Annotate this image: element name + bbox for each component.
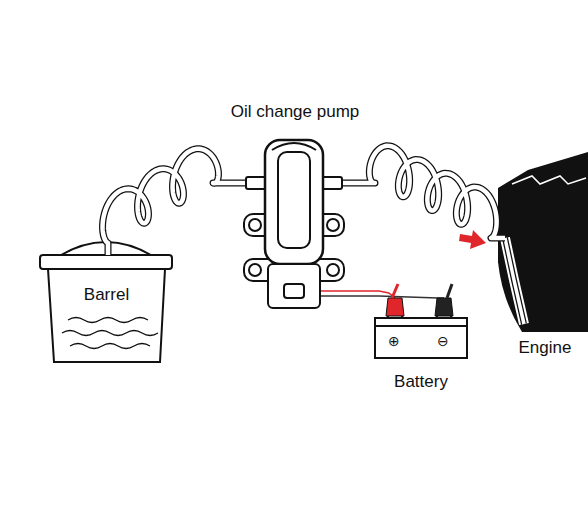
barrel-lid bbox=[40, 255, 172, 269]
pump-body bbox=[265, 140, 323, 264]
terminal-sign: ⊖ bbox=[437, 334, 449, 348]
hose-stub bbox=[225, 180, 248, 187]
engine-block bbox=[498, 152, 588, 332]
mount-hole bbox=[249, 219, 261, 231]
oil-wave bbox=[62, 331, 158, 336]
dipstick-tube bbox=[505, 238, 524, 324]
hose-stub bbox=[340, 180, 365, 187]
pump-cap bbox=[272, 143, 316, 150]
battery-wire bbox=[365, 296, 444, 298]
battery-drawing bbox=[375, 311, 467, 358]
mount-hole bbox=[327, 264, 339, 276]
pump-base bbox=[268, 264, 320, 308]
engine-box: Engine bbox=[505, 160, 585, 360]
black-clip bbox=[435, 284, 453, 316]
hose-stub bbox=[340, 181, 365, 186]
mount-hole bbox=[327, 219, 339, 231]
hose-in-tube bbox=[505, 238, 524, 324]
hose-core bbox=[103, 149, 225, 255]
flow-arrow bbox=[459, 230, 486, 249]
node-label: Engine bbox=[505, 338, 585, 358]
oil-wave bbox=[68, 318, 148, 323]
battery-box: Battery bbox=[370, 298, 472, 394]
pump-drawing bbox=[225, 140, 365, 308]
hose-stub bbox=[225, 181, 248, 186]
hose-in-tube bbox=[505, 238, 524, 324]
node-label: Oil change pump bbox=[225, 102, 365, 122]
battery-case bbox=[375, 318, 467, 358]
wire-line bbox=[365, 296, 444, 298]
pump-switch bbox=[284, 284, 304, 298]
barrel-drawing bbox=[40, 242, 172, 362]
pump-box: Oil change pump bbox=[225, 98, 365, 313]
pump-panel bbox=[278, 152, 310, 248]
hose-core bbox=[365, 146, 505, 238]
oil-hose bbox=[365, 146, 505, 238]
engine-drawing bbox=[459, 152, 588, 332]
hose-outline bbox=[103, 149, 225, 255]
mount-hole bbox=[249, 264, 261, 276]
barrel-body bbox=[48, 269, 165, 362]
engine-detail bbox=[512, 176, 586, 184]
hose-outline bbox=[365, 146, 505, 238]
oil-wave bbox=[70, 344, 150, 349]
wire-stub bbox=[318, 290, 365, 292]
barrel-box: Barrel bbox=[48, 255, 165, 362]
node-label: Battery bbox=[370, 372, 472, 392]
battery-lid-line bbox=[375, 325, 467, 327]
oil-hose bbox=[103, 149, 225, 255]
wire-stub bbox=[318, 295, 365, 297]
node-label: Barrel bbox=[48, 285, 165, 305]
terminal-sign: ⊕ bbox=[388, 334, 400, 348]
red-clip bbox=[386, 284, 404, 316]
